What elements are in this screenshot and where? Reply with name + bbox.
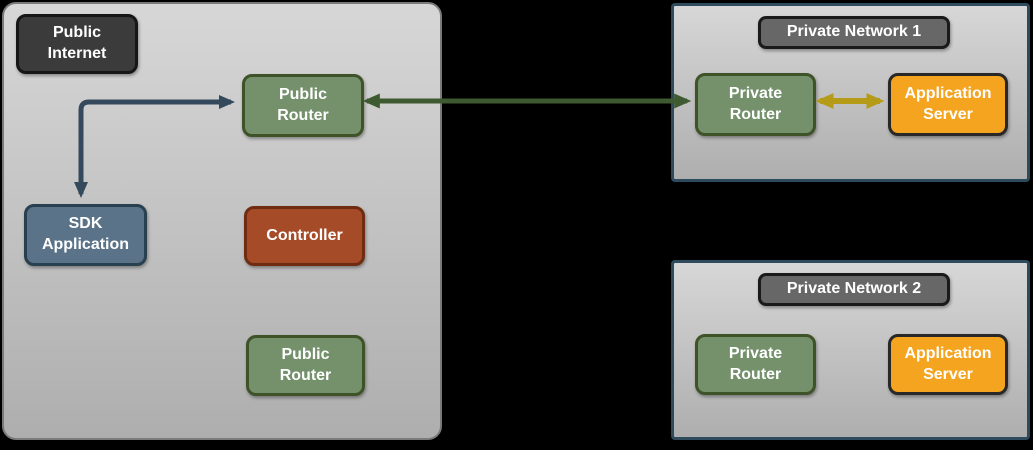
public-internet-zone: Public Internet Public Router SDK Applic…: [2, 2, 442, 440]
node-application-server-2: Application Server: [888, 334, 1008, 395]
node-private-router-1: Private Router: [695, 73, 816, 136]
node-public-router-bottom: Public Router: [246, 335, 365, 396]
node-sdk-application: SDK Application: [24, 204, 147, 266]
node-application-server-1: Application Server: [888, 73, 1008, 136]
public-internet-label: Public Internet: [16, 14, 138, 74]
private-network-1-zone: Private Network 1 Private Router Applica…: [671, 3, 1030, 182]
node-controller: Controller: [244, 206, 365, 266]
node-public-router-top: Public Router: [242, 74, 364, 137]
private-network-2-zone: Private Network 2 Private Router Applica…: [671, 260, 1030, 440]
private-network-2-title: Private Network 2: [758, 273, 950, 306]
private-network-1-title: Private Network 1: [758, 16, 950, 49]
node-private-router-2: Private Router: [695, 334, 816, 395]
